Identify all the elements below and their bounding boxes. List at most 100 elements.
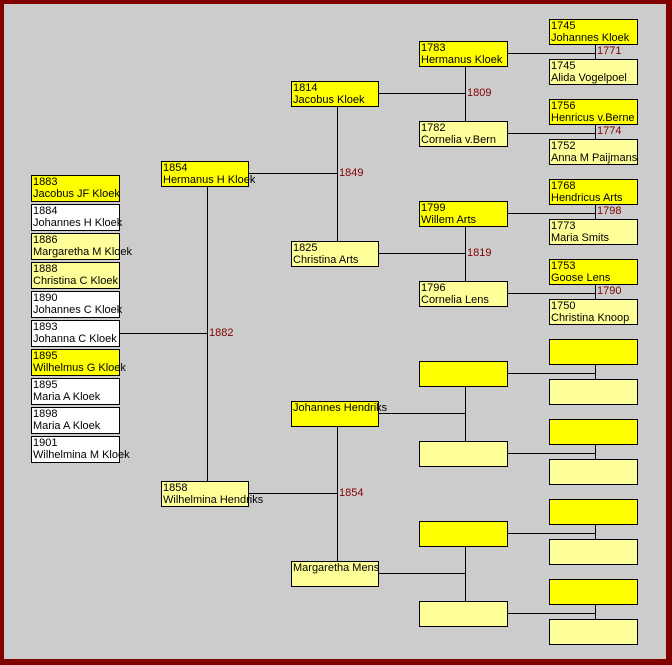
marriage-year: 1854 (339, 487, 364, 499)
connector-line (337, 107, 338, 241)
person-year: 1888 (33, 263, 58, 275)
connector-line (508, 373, 595, 374)
gg-grandparent-box[interactable] (549, 379, 638, 405)
gg-grandparent-box[interactable] (549, 499, 638, 525)
connector-line (120, 333, 207, 334)
connector-line (595, 365, 596, 379)
great-grandparent-box[interactable] (419, 521, 508, 547)
gg-grandparent-box[interactable] (549, 619, 638, 645)
person-year: 1796 (421, 282, 446, 294)
person-name: Maria A Kloek (33, 420, 101, 432)
person-name: Margaretha Mens (293, 562, 380, 574)
marriage-year: 1849 (339, 167, 364, 179)
person-year: 1783 (421, 42, 446, 54)
person-name: Johannes C Kloek (33, 304, 123, 316)
person-name: Johanna C Kloek (33, 333, 117, 345)
gg-grandparent-box[interactable] (549, 539, 638, 565)
connector-line (465, 387, 466, 441)
person-year: 1854 (163, 162, 188, 174)
person-name: Maria A Kloek (33, 391, 101, 403)
connector-line (379, 93, 465, 94)
person-year: 1752 (551, 140, 576, 152)
connector-line (595, 45, 596, 59)
person-name: Willem Arts (421, 214, 476, 226)
person-year: 1858 (163, 482, 188, 494)
grandparent-box[interactable]: Johannes Hendriks (291, 401, 387, 427)
gg-grandparent-box[interactable] (549, 419, 638, 445)
marriage-year: 1790 (597, 285, 622, 297)
connector-line (508, 213, 595, 214)
person-year: 1883 (33, 176, 58, 188)
person-name: Wilhelmina M Kloek (33, 449, 130, 461)
connector-line (207, 187, 208, 481)
connector-line (595, 525, 596, 539)
person-year: 1825 (293, 242, 318, 254)
person-name: Christina Arts (293, 254, 359, 266)
marriage-year: 1882 (209, 327, 234, 339)
gg-grandparent-box[interactable] (549, 579, 638, 605)
person-name: Cornelia Lens (421, 294, 489, 306)
connector-line (379, 573, 465, 574)
person-year: 1782 (421, 122, 446, 134)
person-name: Wilhelmus G Kloek (33, 362, 126, 374)
person-name: Jacobus JF Kloek (33, 188, 120, 200)
person-year: 1756 (551, 100, 576, 112)
connector-line (379, 253, 465, 254)
person-year: 1895 (33, 350, 58, 362)
gg-grandparent-box[interactable] (549, 339, 638, 365)
marriage-year: 1771 (597, 45, 622, 57)
connector-line (508, 53, 595, 54)
connector-line (465, 547, 466, 601)
great-grandparent-box[interactable] (419, 601, 508, 627)
marriage-year: 1819 (467, 247, 492, 259)
connector-line (249, 173, 337, 174)
connector-line (595, 285, 596, 299)
great-grandparent-box[interactable] (419, 361, 508, 387)
person-name: Alida Vogelpoel (551, 72, 627, 84)
connector-line (508, 133, 595, 134)
grandparent-box[interactable]: Margaretha Mens (291, 561, 379, 587)
person-name: Margaretha M Kloek (33, 246, 133, 258)
marriage-year: 1774 (597, 125, 622, 137)
person-year: 1895 (33, 379, 58, 391)
person-year: 1884 (33, 205, 58, 217)
person-year: 1898 (33, 408, 58, 420)
person-year: 1893 (33, 321, 58, 333)
person-name: Anna M Paijmans (551, 152, 638, 164)
connector-line (249, 493, 337, 494)
gg-grandparent-box[interactable] (549, 459, 638, 485)
great-grandparent-box[interactable] (419, 441, 508, 467)
connector-line (508, 293, 595, 294)
person-year: 1745 (551, 60, 576, 72)
person-name: Maria Smits (551, 232, 610, 244)
person-year: 1814 (293, 82, 318, 94)
person-name: Johannes H Kloek (33, 217, 123, 229)
